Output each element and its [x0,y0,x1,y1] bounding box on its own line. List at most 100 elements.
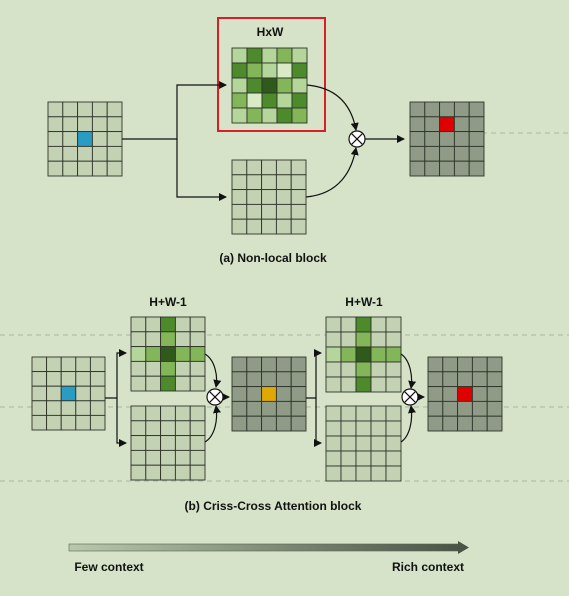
cca-attention-map-1-cell [130,375,147,392]
cca-attention-map-1-cell [145,375,162,392]
cca-attention-map-2-cell [340,331,357,348]
nonlocal-attention-map-cell [291,77,308,94]
nonlocal-output-grid-cell [468,101,485,118]
nonlocal-attention-map-cell [261,77,278,94]
cca-value-grid-1-cell [145,435,162,451]
cca-input-grid-cell [60,371,77,387]
nonlocal-input-grid-cell [91,160,108,177]
cca-value-grid-2-cell [355,405,372,422]
cca-attention-map-2-cell [325,316,342,333]
cca-intermediate-grid-cell [261,415,277,432]
nonlocal-value-grid-cell [231,174,248,191]
cca-input-grid-cell [75,385,91,402]
arrow-attention2-to-op [400,353,417,389]
nonlocal-output-grid [409,101,485,177]
cca-attention-map-1-cell [145,360,162,377]
nonlocal-input-grid-cell [106,116,123,133]
cca-value-grid-1-cell [189,405,206,422]
nonlocal-input-grid-cell [62,131,79,147]
nonlocal-value-grid-cell [246,174,263,191]
nonlocal-input-grid-cell [47,116,64,133]
cca-value-grid-1-cell [189,435,206,451]
cca-input-grid-cell [75,414,91,431]
arrow-value2-to-op [400,405,416,443]
nonlocal-value-grid-cell [290,159,307,176]
cca-value-grid-2-cell [385,420,402,437]
cca-attention-map-1-cell [160,360,176,377]
cca-attention-map-2-cell [340,346,357,363]
cca-value-grid-2-cell [355,435,372,452]
cca-input-grid-cell [31,414,48,431]
cca-intermediate-grid-cell [261,386,277,402]
nonlocal-value-grid-cell [290,189,307,205]
nonlocal-attention-map-cell [231,92,248,109]
circled-times-nonlocal-icon [348,130,366,148]
nonlocal-output-grid-cell [439,160,455,177]
cca-value-grid-2-cell [340,420,357,437]
cca-output-grid-cell [471,356,488,373]
cca-intermediate-grid-cell [290,400,307,417]
nonlocal-output-grid-cell [424,101,441,118]
cca-output-grid-cell [457,400,473,417]
nonlocal-input-grid-cell [62,101,79,118]
cca-input-grid-cell [46,400,62,416]
cca-intermediate-grid-cell [275,371,292,388]
context-arrow-head [458,541,469,554]
nonlocal-output-grid-cell [424,131,441,147]
cca-attention-map-2-cell [325,361,342,378]
nonlocal-attention-map-cell [261,47,278,64]
nonlocal-attention-map-cell [246,47,263,64]
cca-output-grid [427,356,503,432]
cca-attention-map-1-cell [174,316,191,333]
nonlocal-input-grid-cell [47,145,64,162]
cca-attention-map-1-cell [160,331,176,348]
cca-attention-map-1-cell [130,316,147,333]
cca-input-grid-cell [75,371,91,387]
nonlocal-output-grid-cell [453,160,470,177]
cca-attention-map-2-cell [340,316,357,333]
cca-intermediate-grid [231,356,307,432]
arrow-value-to-op [305,147,359,198]
cca-attention-map-2-cell [325,376,342,393]
nonlocal-attention-map-cell [276,92,293,109]
nonlocal-output-grid-cell [468,116,485,133]
cca-output-grid-cell [427,386,444,402]
nonlocal-input-grid-cell [91,101,108,118]
cca-output-grid-cell [427,400,444,417]
cca-output-grid-cell [471,386,488,402]
nonlocal-input-grid-cell [91,145,108,162]
cca-output-grid-cell [427,371,444,388]
cca-attention-map-1-cell [189,316,206,333]
cca-value-grid-1-cell [160,405,176,422]
cca-intermediate-grid-cell [275,400,292,417]
nonlocal-value-grid-cell [275,203,292,220]
cca-value-grid-1-cell [160,435,176,451]
cca-intermediate-grid-cell [231,356,248,373]
nonlocal-value-grid-cell [261,189,277,205]
cca-output-grid-cell [427,356,444,373]
arrow-attention-to-op [306,84,359,131]
cca-value-grid-2-cell [385,465,402,482]
nonlocal-value-grid-cell [290,203,307,220]
nonlocal-attention-map-cell [261,107,278,124]
cca-value-grid-2-cell [325,420,342,437]
cca-attention-map-1-cell [189,346,206,362]
nonlocal-attention-map-cell [246,107,263,124]
nonlocal-input-grid-cell [77,116,93,133]
nonlocal-caption: (a) Non-local block [219,251,327,265]
nonlocal-input-grid-cell [62,145,79,162]
cca-value-grid-1-cell [189,464,206,481]
circled-times-cca-2-icon [401,388,419,406]
context-arrow-icon [68,541,469,554]
cca-output-grid-cell [471,415,488,432]
cca-attention-map-1 [130,316,206,392]
nonlocal-input-grid-cell [106,160,123,177]
cca-input-grid-cell [31,400,48,416]
nonlocal-value-grid-cell [231,159,248,176]
cca-matrix-label-1: H+W-1 [149,295,187,309]
nonlocal-value-grid-cell [231,203,248,220]
nonlocal-attention-map-cell [231,47,248,64]
nonlocal-output-grid-cell [439,145,455,162]
nonlocal-output-grid-cell [468,131,485,147]
nonlocal-input-grid-cell [91,131,108,147]
